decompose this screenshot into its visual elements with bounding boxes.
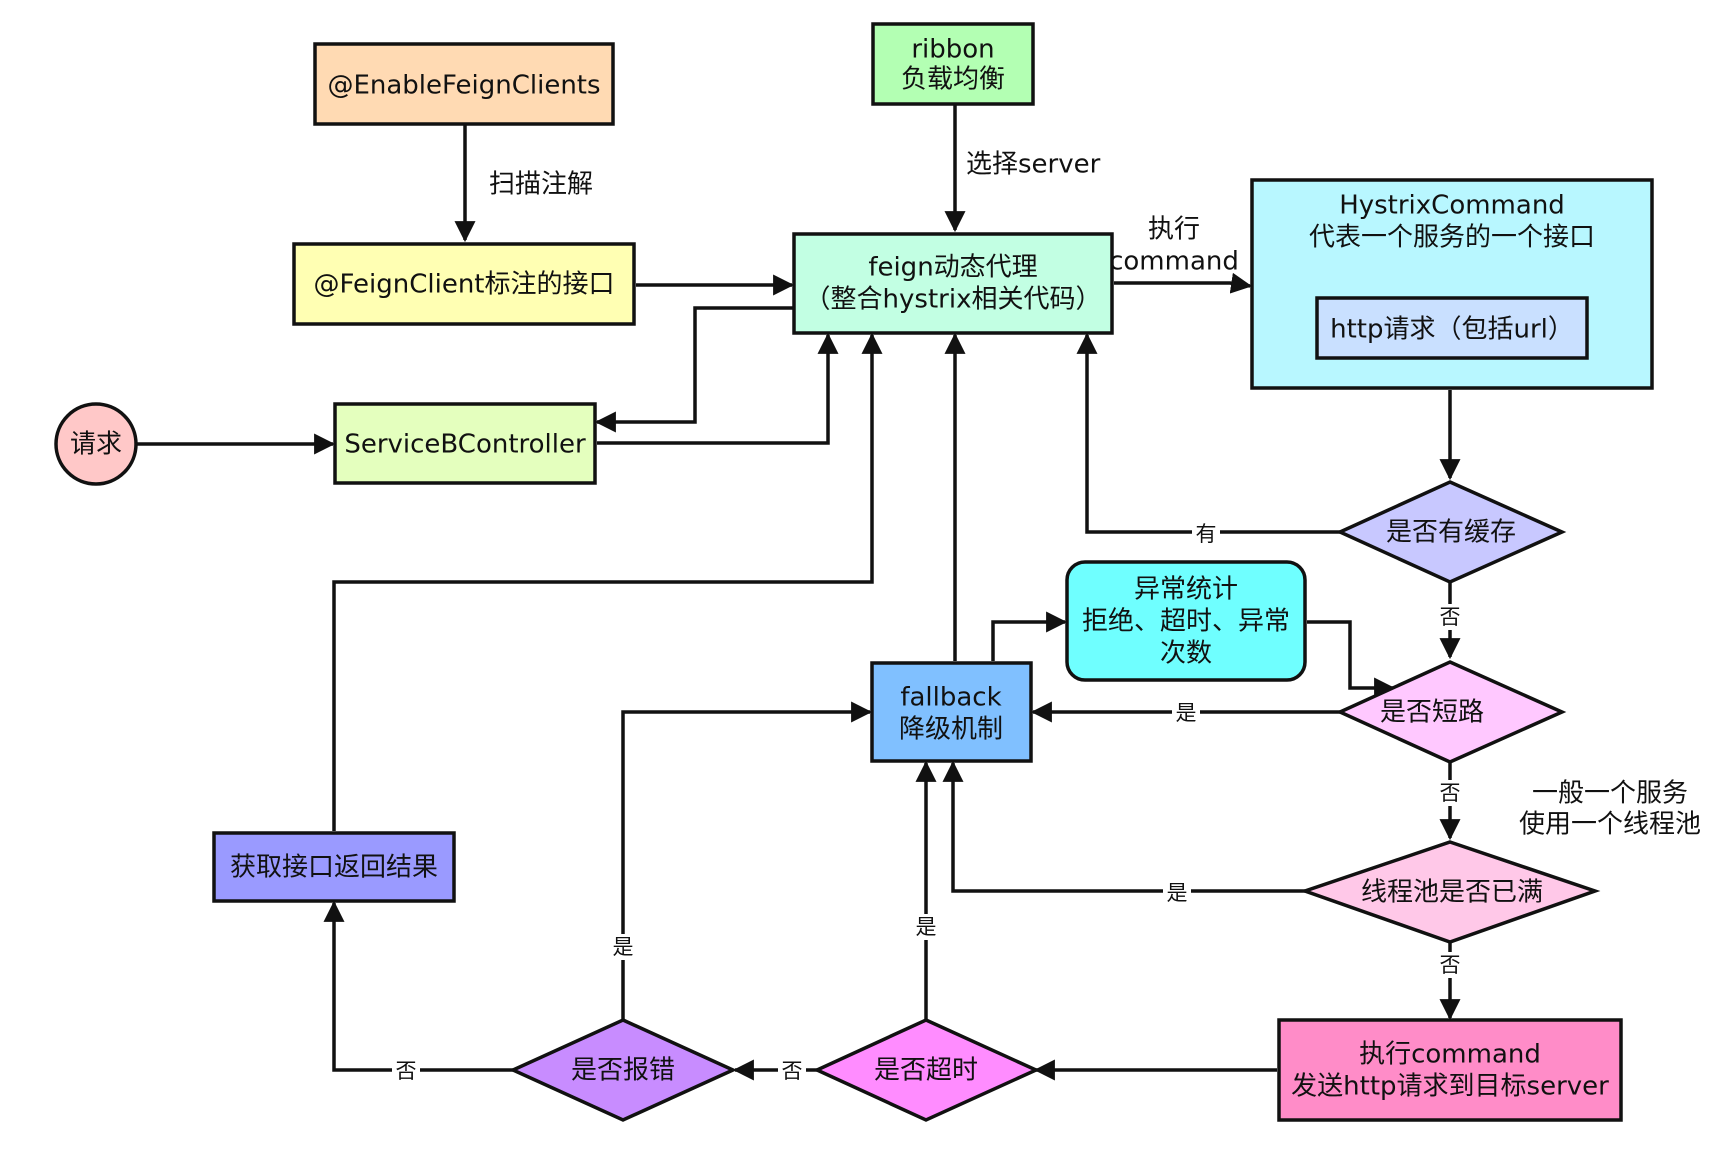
label-bg	[1437, 952, 1463, 978]
node-feign-client-label: @FeignClient标注的接口	[313, 270, 614, 300]
node-feign-client: @FeignClient标注的接口	[292, 242, 636, 326]
node-exception-stats-box	[1065, 560, 1307, 682]
node-exception-stats-line3: 次数	[1160, 639, 1212, 669]
node-fallback-line2: 降级机制	[899, 715, 1003, 745]
node-get-result: 获取接口返回结果	[212, 831, 456, 903]
nodes: @EnableFeignClients @FeignClient标注的接口 ri…	[54, 22, 1701, 1122]
node-enable-feign-label: @EnableFeignClients	[327, 71, 600, 101]
node-exception-stats-line2: 拒绝、超时、异常	[1082, 607, 1290, 637]
node-execute-command-line1: 执行command	[1359, 1040, 1541, 1070]
annotation-line1: 一般一个服务	[1532, 779, 1688, 809]
node-has-error-label: 是否报错	[571, 1056, 675, 1086]
node-fallback: fallback 降级机制	[870, 661, 1033, 763]
node-has-cache-diamond	[1335, 480, 1567, 584]
edge-label-execute-1: 执行	[1148, 215, 1200, 245]
node-http-request-box	[1315, 296, 1589, 360]
node-threadpool-full-diamond	[1299, 840, 1601, 944]
node-circuit-open: 是否短路	[1335, 660, 1567, 764]
node-execute-command-line2: 发送http请求到目标server	[1291, 1072, 1609, 1102]
node-fallback-box	[870, 661, 1033, 763]
edge-label-circuit-yes: 是	[1176, 701, 1197, 725]
edge-error-no-to-result	[323, 900, 513, 1072]
node-has-error-diamond	[508, 1018, 738, 1122]
edge-label-pool-no: 否	[1440, 953, 1461, 977]
node-exception-stats-line1: 异常统计	[1134, 575, 1238, 605]
node-feign-proxy-line2: （整合hystrix相关代码）	[805, 285, 1102, 315]
node-execute-command-box	[1277, 1018, 1623, 1122]
edge-label-pool-yes: 是	[1167, 881, 1188, 905]
node-hystrix-command: HystrixCommand 代表一个服务的一个接口 http请求（包括url）	[1250, 178, 1654, 390]
node-has-cache: 是否有缓存	[1335, 480, 1567, 584]
edge-label-error-yes: 是	[613, 935, 634, 959]
edge-label-cache-yes: 有	[1196, 522, 1217, 546]
edge-label-cache-no: 否	[1440, 605, 1461, 629]
node-http-request-label: http请求（包括url）	[1330, 315, 1574, 345]
node-ribbon-line1: ribbon	[911, 35, 994, 65]
node-ribbon: ribbon 负载均衡	[871, 22, 1035, 106]
edge-label-timeout-no: 否	[782, 1059, 803, 1083]
node-threadpool-full-label: 线程池是否已满	[1361, 878, 1543, 908]
label-bg	[609, 934, 637, 960]
edge-label-error-no: 否	[396, 1059, 417, 1083]
node-execute-command: 执行command 发送http请求到目标server	[1277, 1018, 1623, 1122]
node-feign-client-box	[292, 242, 636, 326]
label-bg	[778, 1058, 806, 1084]
node-service-controller-box	[333, 402, 597, 485]
node-is-timeout-label: 是否超时	[874, 1056, 978, 1086]
edge-pool-yes-to-fallback	[942, 760, 1305, 893]
edge-error-yes-to-fallback	[621, 701, 873, 1020]
node-has-error: 是否报错	[508, 1018, 738, 1122]
edge-label-select-server: 选择server	[966, 150, 1101, 180]
node-hystrix-command-line1: HystrixCommand	[1339, 191, 1565, 221]
label-bg	[1163, 880, 1191, 906]
label-bg	[1192, 520, 1220, 546]
label-bg	[912, 914, 940, 940]
node-fallback-line1: fallback	[900, 683, 1001, 713]
node-enable-feign-clients: @EnableFeignClients	[313, 42, 615, 126]
node-service-controller-label: ServiceBController	[344, 430, 586, 460]
node-get-result-label: 获取接口返回结果	[230, 853, 438, 883]
node-ribbon-line2: 负载均衡	[901, 65, 1005, 95]
node-feign-proxy: feign动态代理 （整合hystrix相关代码）	[792, 232, 1114, 335]
edge-label-timeout-yes: 是	[916, 915, 937, 939]
node-ribbon-box	[871, 22, 1035, 106]
node-service-controller: ServiceBController	[333, 402, 597, 485]
annotation-line2: 使用一个线程池	[1519, 810, 1701, 840]
edge-cache-yes-to-proxy	[1076, 332, 1340, 534]
edge-fallback-to-stats	[991, 611, 1068, 661]
node-hystrix-command-line2: 代表一个服务的一个接口	[1309, 223, 1595, 253]
node-feign-proxy-line1: feign动态代理	[868, 253, 1037, 283]
edge-label-circuit-no: 否	[1440, 781, 1461, 805]
node-circuit-open-diamond	[1335, 660, 1567, 764]
node-feign-proxy-box	[792, 232, 1114, 335]
node-get-result-box	[212, 831, 456, 903]
edge-proxy-to-controller	[594, 306, 793, 433]
edge-result-to-proxy	[332, 332, 883, 831]
label-bg	[392, 1058, 420, 1084]
node-enable-feign-box	[313, 42, 615, 126]
node-request-label: 请求	[70, 430, 122, 460]
edge-label-execute-2: command	[1109, 247, 1239, 277]
node-exception-stats: 异常统计 拒绝、超时、异常 次数	[1065, 560, 1307, 682]
annotation-threadpool-note: 一般一个服务 使用一个线程池	[1519, 779, 1701, 840]
node-is-timeout: 是否超时	[812, 1018, 1041, 1122]
node-request: 请求	[54, 402, 138, 486]
edge-proxy-to-hystrix	[1114, 272, 1253, 294]
edge-stats-to-circuit	[1307, 620, 1396, 699]
node-request-circle	[54, 402, 138, 486]
label-bg	[1437, 780, 1463, 806]
node-is-timeout-diamond	[812, 1018, 1041, 1122]
node-has-cache-label: 是否有缓存	[1386, 518, 1516, 548]
edge-label-scan: 扫描注解	[489, 170, 593, 200]
label-bg	[1437, 604, 1463, 630]
edge-controller-to-proxy	[597, 332, 839, 445]
label-bg	[1172, 700, 1200, 726]
edge-labels: 扫描注解 选择server 执行 command 有 否 是 否 是 否 是 否…	[392, 150, 1463, 1084]
node-threadpool-full: 线程池是否已满	[1299, 840, 1601, 944]
node-circuit-open-label: 是否短路	[1380, 698, 1484, 728]
